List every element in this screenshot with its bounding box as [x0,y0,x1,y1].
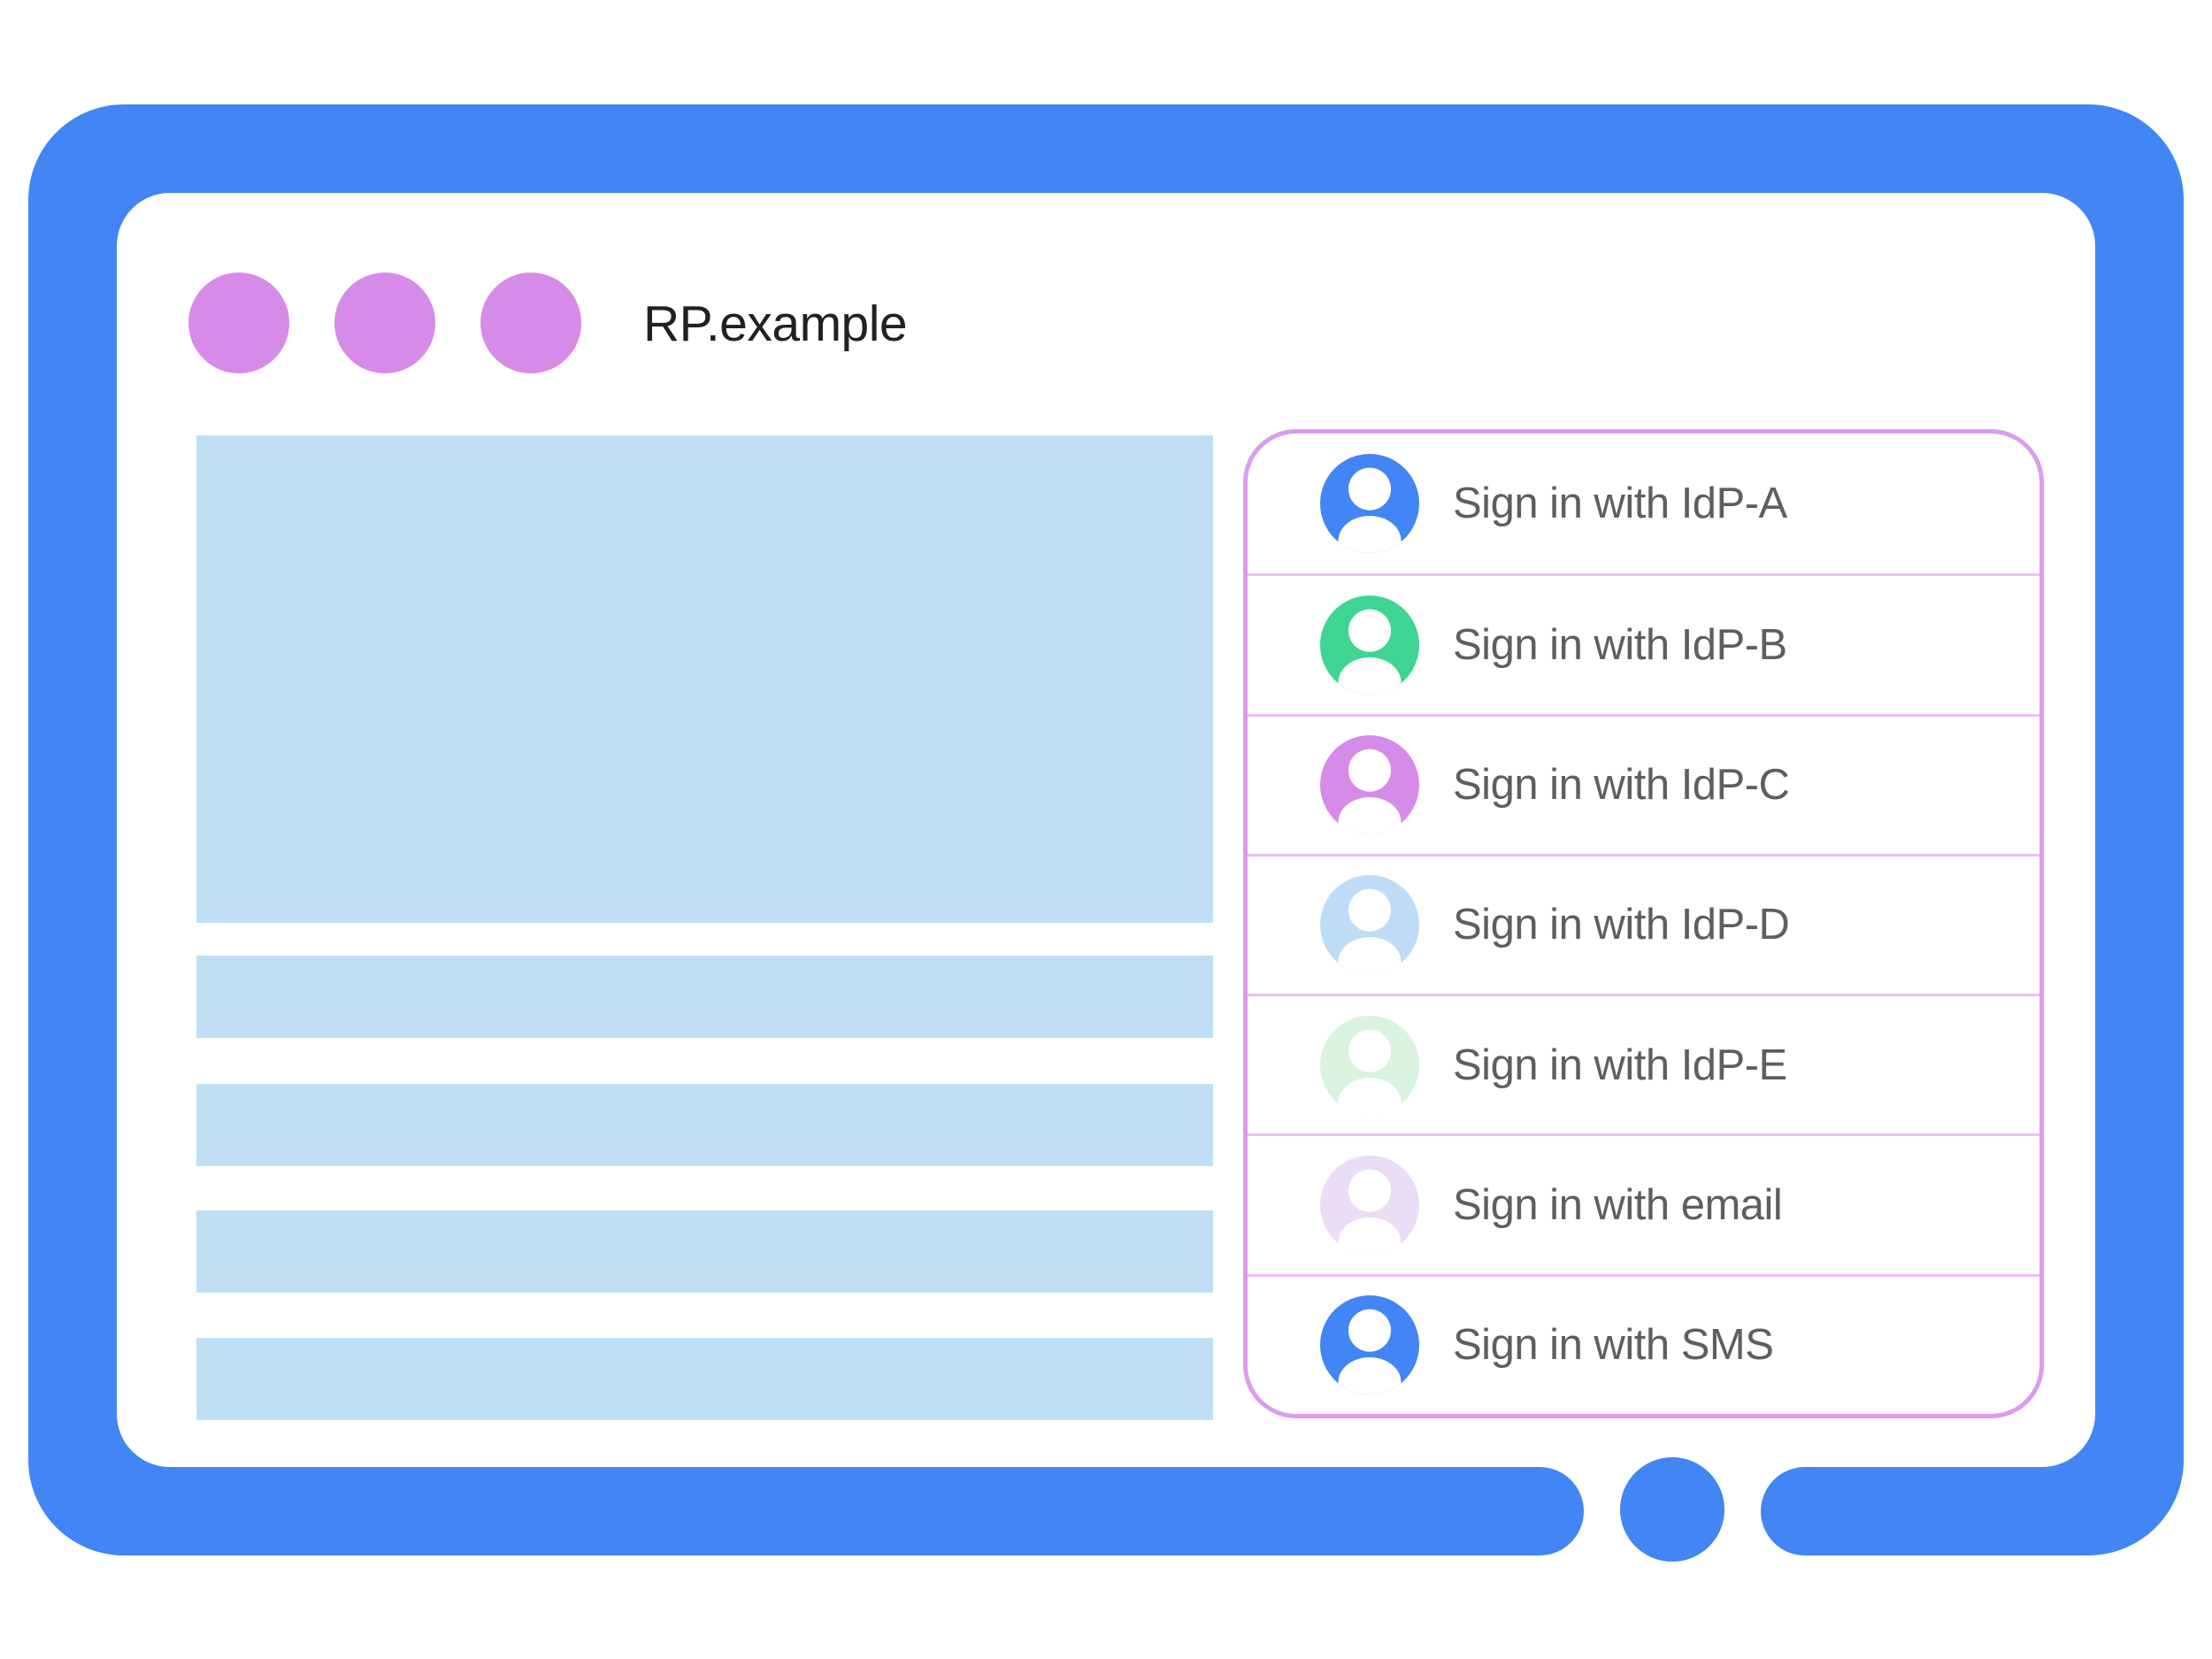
signin-option-label: Sign in with IdP-C [1453,761,1790,810]
window-dot-icon[interactable] [480,273,581,373]
hero-placeholder [196,435,1213,923]
user-avatar-icon [1320,1156,1419,1256]
user-avatar-icon [1320,735,1419,835]
text-line-placeholder [196,956,1213,1038]
signin-option-label: Sign in with IdP-E [1453,1041,1787,1089]
window-dot-icon[interactable] [334,273,435,373]
signin-account-chooser: Sign in with IdP-A Sign in with IdP-B [1243,429,2044,1418]
signin-option-sms[interactable]: Sign in with SMS [1248,1273,2039,1414]
user-avatar-icon [1320,595,1419,695]
user-avatar-icon [1320,1015,1419,1115]
text-line-placeholder [196,1084,1213,1166]
text-line-placeholder [196,1338,1213,1420]
window-dot-icon[interactable] [188,273,289,373]
signin-option-label: Sign in with SMS [1453,1321,1774,1370]
text-line-placeholder [196,1210,1213,1293]
signin-option-label: Sign in with IdP-A [1453,480,1787,528]
signin-option-label: Sign in with IdP-B [1453,620,1787,669]
signin-option-email[interactable]: Sign in with email [1248,1133,2039,1273]
user-avatar-icon [1320,1295,1419,1395]
signin-option-idp-c[interactable]: Sign in with IdP-C [1248,713,2039,854]
home-button-icon[interactable] [1620,1457,1724,1562]
page-title: RP.example [643,296,908,352]
signin-option-label: Sign in with email [1453,1181,1783,1230]
signin-option-idp-e[interactable]: Sign in with IdP-E [1248,994,2039,1133]
signin-option-idp-b[interactable]: Sign in with IdP-B [1248,573,2039,713]
signin-option-idp-a[interactable]: Sign in with IdP-A [1248,434,2039,573]
bezel-left-cap [1495,1467,1584,1555]
signin-option-label: Sign in with IdP-D [1453,901,1790,949]
user-avatar-icon [1320,875,1419,975]
user-avatar-icon [1320,454,1419,554]
signin-option-idp-d[interactable]: Sign in with IdP-D [1248,853,2039,994]
bezel-right-cap [1761,1467,1849,1555]
